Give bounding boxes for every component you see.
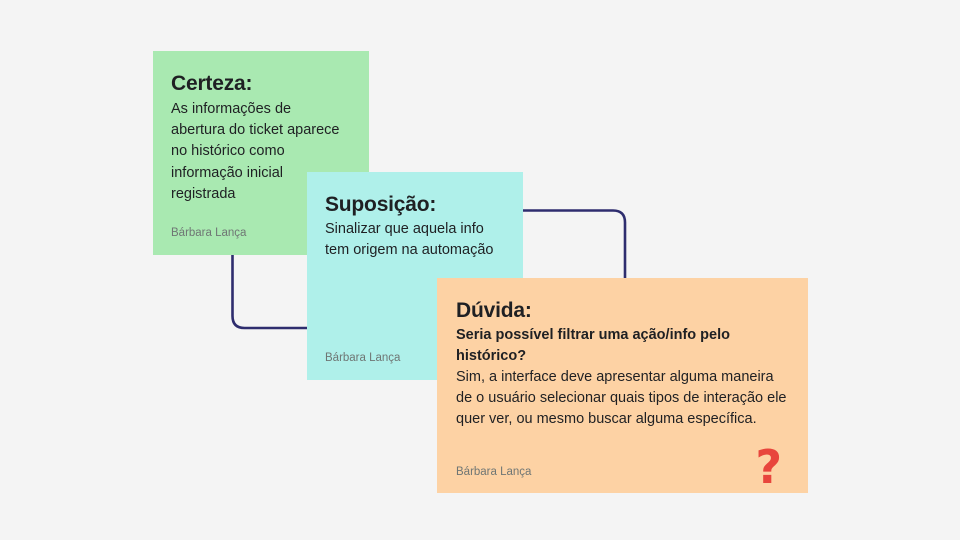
card-author-certeza: Bárbara Lança bbox=[171, 227, 247, 240]
card-title-duvida: Dúvida: bbox=[456, 299, 532, 322]
card-title-suposicao: Suposição: bbox=[325, 193, 437, 216]
card-author-duvida: Bárbara Lança bbox=[456, 466, 532, 479]
card-body-duvida: Sim, a interface deve apresentar alguma … bbox=[456, 368, 787, 428]
card-title-certeza: Certeza: bbox=[171, 72, 253, 95]
card-question-duvida: Seria possível filtrar uma ação/info pel… bbox=[456, 326, 730, 364]
card-footer-duvida: Bárbara Lança ? bbox=[456, 444, 788, 490]
card-author-suposicao: Bárbara Lança bbox=[325, 352, 401, 365]
sticky-note-certeza[interactable]: Certeza: As informações de abertura do t… bbox=[153, 51, 369, 255]
card-body-certeza: As informações de abertura do ticket apa… bbox=[171, 100, 340, 202]
question-mark-icon: ? bbox=[755, 439, 782, 494]
connector-suposicao-to-duvida bbox=[522, 209, 627, 279]
card-body-suposicao: Sinalizar que aquela info tem origem na … bbox=[325, 220, 494, 258]
connector-certeza-to-suposicao bbox=[231, 255, 308, 330]
sticky-note-duvida[interactable]: Dúvida: Seria possível filtrar uma ação/… bbox=[437, 278, 808, 493]
card-spacer bbox=[456, 430, 788, 451]
